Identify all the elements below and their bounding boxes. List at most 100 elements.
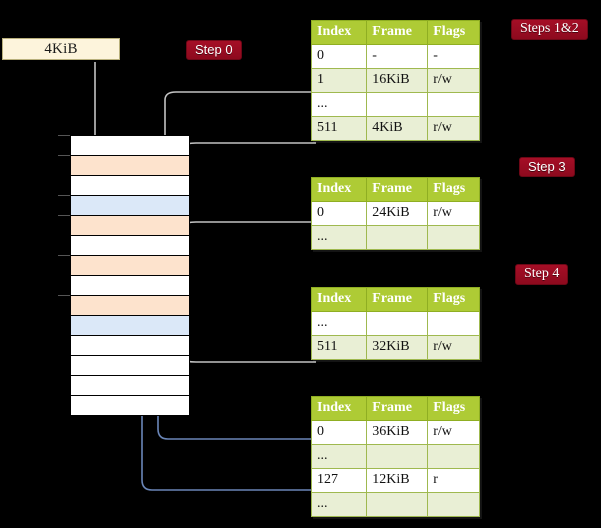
table-cell: ... [310, 310, 368, 336]
column-header-flags: Flags [427, 20, 480, 45]
physical-memory-column [70, 135, 190, 416]
memory-frame-row [70, 295, 190, 316]
table-cell: ... [310, 91, 368, 118]
memory-frame-row [70, 135, 190, 156]
table-row: ... [310, 310, 480, 336]
table-cell: 511 [310, 334, 368, 360]
table-cell: 16KiB [366, 67, 429, 93]
table-cell [427, 443, 480, 469]
memory-frame-row [70, 195, 190, 216]
memory-frame-row [70, 395, 190, 416]
table-cell: 0 [310, 200, 368, 226]
badge-step-4-label: Step 4 [524, 266, 560, 281]
badge-steps-1-2: Steps 1&2 [511, 19, 588, 40]
table-cell [366, 443, 429, 469]
table-cell: 0 [310, 419, 368, 445]
table-cell: r [427, 467, 480, 494]
table-row: ... [310, 492, 480, 518]
virtual-page-label: 4KiB [44, 40, 78, 57]
memory-frame-row [70, 255, 190, 276]
memory-frame-row [70, 235, 190, 256]
memory-frame-row [70, 215, 190, 236]
table-cell: ... [310, 492, 368, 518]
memory-row-tick [58, 155, 70, 156]
connector-l4-out [175, 142, 316, 256]
memory-frame-row [70, 335, 190, 356]
column-header-flags: Flags [427, 177, 480, 202]
badge-step-4: Step 4 [515, 264, 569, 285]
table-cell: r/w [427, 67, 480, 93]
memory-row-tick [58, 195, 70, 196]
badge-steps-1-2-label: Steps 1&2 [520, 21, 579, 36]
column-header-index: Index [310, 20, 368, 45]
table-cell: 36KiB [366, 419, 429, 445]
column-header-flags: Flags [427, 396, 480, 421]
column-header-index: Index [310, 177, 368, 202]
table-cell: r/w [427, 334, 480, 360]
memory-frame-row [70, 175, 190, 196]
table-row: ... [310, 443, 480, 469]
memory-frame-row [70, 315, 190, 336]
table-row: 0-- [310, 43, 480, 69]
table-cell: 0 [310, 43, 368, 69]
memory-row-tick [58, 255, 70, 256]
badge-step-3: Step 3 [519, 157, 575, 177]
table-cell: 24KiB [366, 200, 429, 226]
table-cell [366, 224, 429, 250]
virtual-page-4kib-box: 4KiB [2, 38, 120, 60]
table-cell [427, 310, 480, 336]
table-cell: 12KiB [366, 467, 429, 494]
table-cell: ... [310, 443, 368, 469]
table-cell: 1 [310, 67, 368, 93]
column-header-frame: Frame [366, 20, 429, 45]
table-cell: 511 [310, 116, 368, 142]
connector-l2-out [169, 300, 316, 363]
column-header-frame: Frame [366, 396, 429, 421]
table-cell: 127 [310, 467, 368, 494]
table-cell: 32KiB [366, 334, 429, 360]
memory-frame-row [70, 375, 190, 396]
table-cell [366, 310, 429, 336]
badge-step-0: Step 0 [186, 40, 242, 60]
memory-frame-row [70, 155, 190, 176]
table-cell: r/w [427, 116, 480, 142]
table-cell [427, 492, 480, 518]
memory-frame-row [70, 275, 190, 296]
column-header-index: Index [310, 396, 368, 421]
memory-row-tick [58, 295, 70, 296]
table-row: ... [310, 91, 480, 118]
table-cell: ... [310, 224, 368, 250]
table-cell: r/w [427, 200, 480, 226]
memory-row-tick [58, 215, 70, 216]
column-header-frame: Frame [366, 287, 429, 312]
memory-row-tick [58, 135, 70, 136]
badge-step-0-label: Step 0 [195, 42, 233, 57]
table-cell [427, 91, 480, 118]
badge-step-3-label: Step 3 [528, 159, 566, 174]
column-header-flags: Flags [427, 287, 480, 312]
table-cell [366, 492, 429, 518]
table-cell: 4KiB [366, 116, 429, 142]
memory-frame-row [70, 355, 190, 376]
connector-l3-out [175, 221, 316, 304]
table-row: ... [310, 224, 480, 250]
table-cell: r/w [427, 419, 480, 445]
column-header-frame: Frame [366, 177, 429, 202]
table-cell [366, 91, 429, 118]
table-cell: - [427, 43, 480, 69]
